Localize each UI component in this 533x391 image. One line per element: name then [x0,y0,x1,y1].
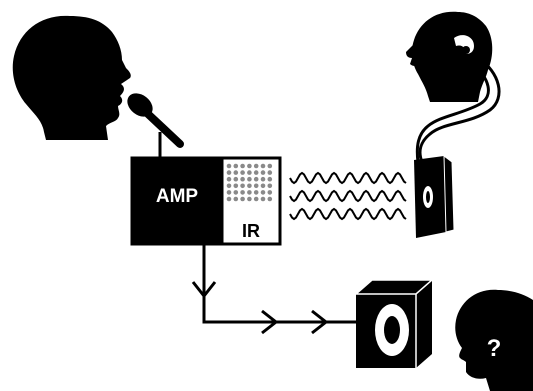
grille-dot [267,183,273,189]
hearing-aid-icon [454,35,474,54]
grille-dot [260,170,266,175]
grille-dot [247,183,252,189]
grille-dot [226,163,232,169]
grille-dot [240,163,245,169]
grille-dot [267,170,273,175]
grille-dot [253,196,259,202]
receiver-cord-outer [418,56,501,163]
routing-line [202,244,356,324]
grille-dot [226,196,232,202]
grille-dot [267,196,273,202]
grille-dot [247,163,252,169]
questioning-head-icon: ? [455,289,533,391]
grille-dot [267,190,273,195]
grille-dot [233,196,239,202]
grille-dot [247,196,252,202]
listener-head-icon [406,11,493,102]
grille-dot [260,183,266,189]
grille-dot [240,170,245,175]
right-arrow-head-1 [261,309,279,335]
grille-dot [240,190,245,195]
grille-dot [226,190,232,195]
grille-dot [233,183,239,189]
grille-dot [247,170,252,175]
wave-line [289,207,407,221]
question-mark: ? [487,335,502,362]
grille-dot [226,176,232,182]
amp-label: AMP [156,186,199,207]
audio-wave-icon [289,171,407,221]
microphone-icon [127,93,184,148]
grille-dot [260,196,266,202]
loudspeaker-icon [354,279,434,368]
grille-dot [233,190,239,195]
grille-dot [233,163,239,169]
grille-dot [260,163,266,169]
receiver-cord-inner [415,62,490,163]
grille-dot [253,190,259,195]
grille-dot [233,176,239,182]
grille-dot [247,176,252,182]
grille-dot [233,170,239,175]
amp-panel [132,158,222,244]
grille-dot [240,176,245,182]
wave-line [289,189,407,203]
grille-dot [253,163,259,169]
amp-ir-unit: AMP IR [130,156,282,246]
grille-dot [226,170,232,175]
wave-line [289,171,407,185]
grille-dot [253,183,259,189]
grille-dot [240,196,245,202]
grille-dot [267,163,273,169]
grille-dot [260,190,266,195]
ir-label: IR [242,221,260,241]
signal-arrow-icon [191,244,356,335]
grille-dots [226,163,273,202]
down-arrow-head [191,281,217,299]
receiver-pack-icon [414,154,455,238]
grille-dot [226,183,232,189]
grille-dot [253,176,259,182]
grille-dot [260,176,266,182]
grille-dot [253,170,259,175]
grille-dot [240,183,245,189]
grille-dot [267,176,273,182]
speaker-head-icon [12,15,131,140]
right-arrow-head-2 [311,309,329,335]
grille-dot [247,190,252,195]
